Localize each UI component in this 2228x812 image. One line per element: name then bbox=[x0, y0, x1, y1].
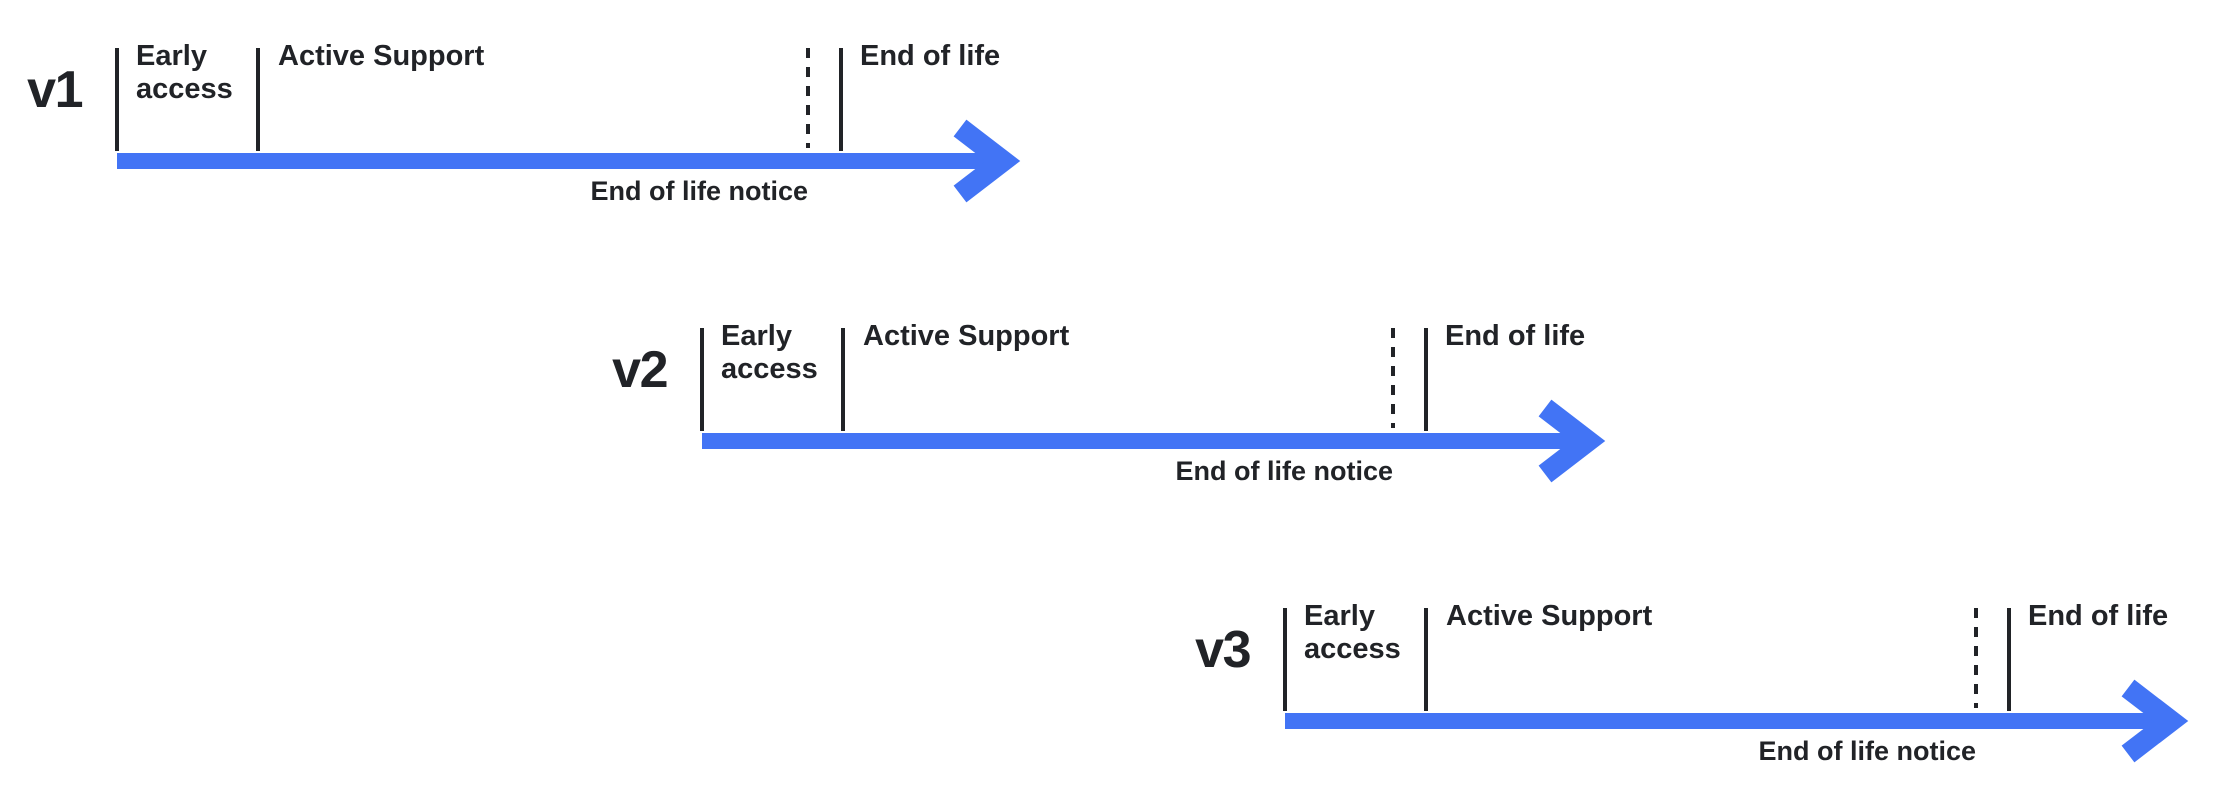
end-of-life-notice-dashed-tick bbox=[1974, 608, 1978, 708]
active-support-start-tick bbox=[1424, 608, 1428, 711]
end-of-life-notice-dashed-tick bbox=[806, 48, 810, 148]
end-of-life-notice-label: End of life notice bbox=[590, 176, 808, 206]
timeline-v3: v3 Early access Active Support End of li… bbox=[1168, 560, 2228, 775]
end-of-life-notice-label: End of life notice bbox=[1175, 456, 1393, 486]
end-of-life-label: End of life bbox=[1445, 320, 1586, 352]
version-label: v2 bbox=[612, 341, 668, 399]
active-support-label: Active Support bbox=[278, 40, 485, 72]
end-of-life-label: End of life bbox=[860, 40, 1001, 72]
arrow-head bbox=[2121, 679, 2189, 763]
version-label: v1 bbox=[27, 61, 83, 119]
end-of-life-tick bbox=[1424, 328, 1428, 431]
early-access-label: Early access bbox=[1304, 600, 1401, 665]
version-label: v3 bbox=[1195, 621, 1251, 679]
end-of-life-tick bbox=[2007, 608, 2011, 711]
timeline-arrow bbox=[702, 399, 1606, 483]
early-access-label: Early access bbox=[721, 320, 818, 385]
timeline-v1: v1 Early access Active Support End of li… bbox=[0, 0, 1060, 215]
early-access-start-tick bbox=[1283, 608, 1287, 711]
end-of-life-tick bbox=[839, 48, 843, 151]
active-support-start-tick bbox=[256, 48, 260, 151]
active-support-start-tick bbox=[841, 328, 845, 431]
arrow-head bbox=[953, 119, 1021, 203]
end-of-life-label: End of life bbox=[2028, 600, 2169, 632]
arrow-shaft bbox=[702, 433, 1574, 449]
active-support-label: Active Support bbox=[863, 320, 1070, 352]
timeline-v2: v2 Early access Active Support End of li… bbox=[585, 280, 1645, 495]
arrow-shaft bbox=[1285, 713, 2157, 729]
early-access-start-tick bbox=[115, 48, 119, 151]
arrow-head bbox=[1538, 399, 1606, 483]
early-access-start-tick bbox=[700, 328, 704, 431]
end-of-life-notice-dashed-tick bbox=[1391, 328, 1395, 428]
arrow-shaft bbox=[117, 153, 989, 169]
timeline-arrow bbox=[1285, 679, 2189, 763]
end-of-life-notice-label: End of life notice bbox=[1758, 736, 1976, 766]
early-access-label: Early access bbox=[136, 40, 233, 105]
active-support-label: Active Support bbox=[1446, 600, 1653, 632]
timeline-arrow bbox=[117, 119, 1021, 203]
